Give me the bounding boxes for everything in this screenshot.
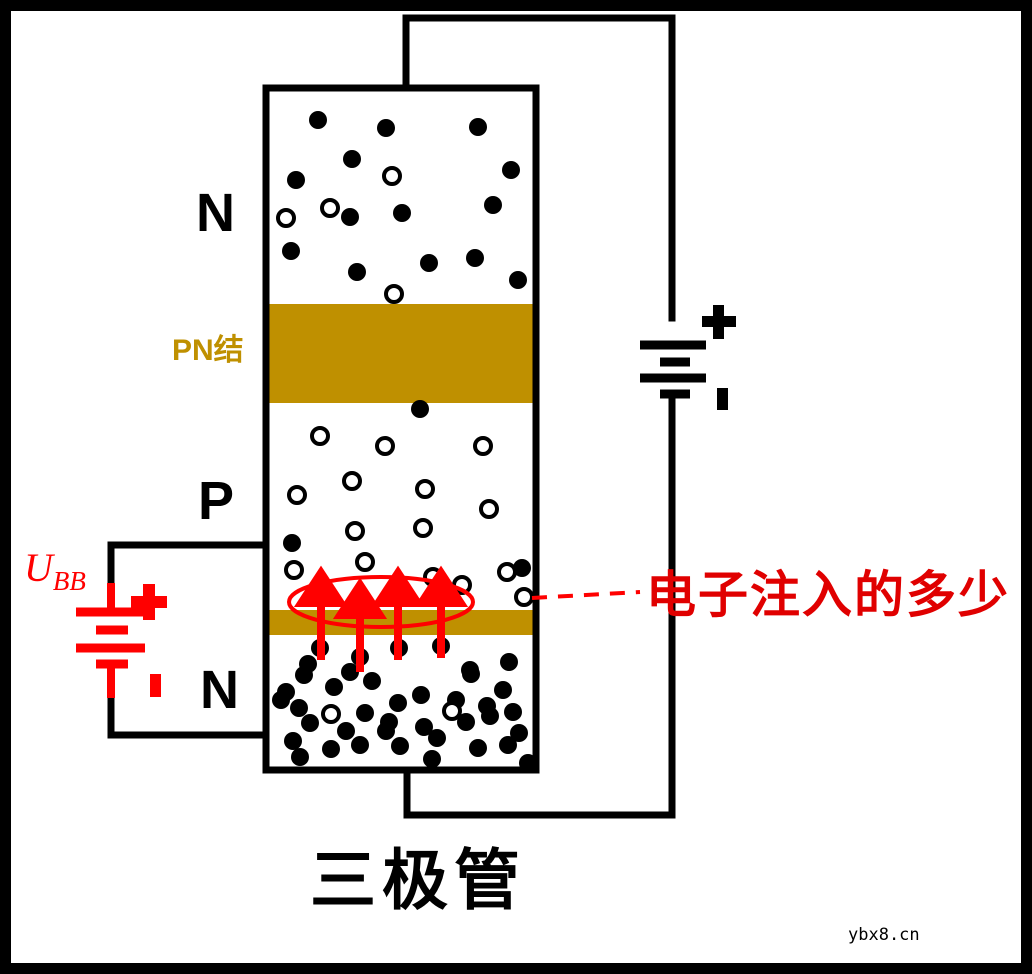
supply-voltage-label: UBB bbox=[24, 548, 86, 595]
battery-left bbox=[76, 583, 167, 698]
bottom-wire bbox=[403, 396, 676, 819]
annotation-text: 电子注入的多少 bbox=[646, 567, 1010, 623]
electron-dot bbox=[272, 691, 290, 709]
pn-junction-wide-band bbox=[269, 304, 534, 403]
electron-dot bbox=[325, 678, 343, 696]
electron-dot bbox=[282, 242, 300, 260]
carrier-group-n_top bbox=[276, 111, 527, 304]
hole-circle bbox=[320, 198, 340, 218]
electron-dot bbox=[457, 713, 475, 731]
hole-circle bbox=[497, 562, 517, 582]
battery-left-minus-icon bbox=[150, 674, 161, 697]
diagram-title: 三极管 bbox=[310, 845, 526, 918]
hole-circle bbox=[345, 521, 365, 541]
hole-circle bbox=[321, 704, 341, 724]
battery-right-plus-icon bbox=[702, 305, 736, 339]
electron-dot bbox=[412, 686, 430, 704]
electron-dot bbox=[351, 736, 369, 754]
hole-circle bbox=[514, 587, 534, 607]
hole-circle bbox=[342, 471, 362, 491]
hole-circle bbox=[415, 479, 435, 499]
carrier-group-n_bottom bbox=[272, 637, 537, 772]
hole-circle bbox=[276, 208, 296, 228]
top-wire bbox=[402, 14, 676, 322]
electron-dot bbox=[322, 740, 340, 758]
electron-dot bbox=[341, 208, 359, 226]
electron-dot bbox=[415, 718, 433, 736]
electron-injection-indicator bbox=[287, 565, 641, 672]
battery-right bbox=[640, 305, 736, 410]
electron-dot bbox=[377, 119, 395, 137]
electron-dot bbox=[377, 722, 395, 740]
electron-dot bbox=[519, 754, 537, 772]
electron-dot bbox=[504, 703, 522, 721]
electron-dot bbox=[502, 161, 520, 179]
electron-dot bbox=[343, 150, 361, 168]
base-top-wire bbox=[107, 541, 270, 587]
electron-dot bbox=[466, 249, 484, 267]
electron-dot bbox=[484, 196, 502, 214]
electron-dot bbox=[291, 748, 309, 766]
region-label-n-bottom: N bbox=[200, 660, 239, 720]
electron-dot bbox=[290, 699, 308, 717]
base-circuit-wires bbox=[107, 541, 270, 739]
annotation-leader-dashed-line bbox=[531, 590, 641, 600]
electron-dot bbox=[287, 171, 305, 189]
hole-circle bbox=[382, 166, 402, 186]
supply-voltage-symbol: U bbox=[24, 545, 53, 590]
hole-circle bbox=[442, 701, 462, 721]
electron-dot bbox=[469, 739, 487, 757]
electron-dot bbox=[391, 737, 409, 755]
pn-junction-label: PN结 bbox=[172, 334, 244, 367]
watermark-text: ybx8.cn bbox=[848, 925, 920, 945]
electron-dot bbox=[393, 204, 411, 222]
transistor-box-outline bbox=[262, 84, 540, 774]
electron-dot bbox=[428, 729, 446, 747]
electron-dot bbox=[462, 665, 480, 683]
electron-dot bbox=[509, 271, 527, 289]
charge-carriers bbox=[272, 111, 537, 772]
electron-dot bbox=[481, 707, 499, 725]
region-label-n-top: N bbox=[196, 183, 235, 243]
electron-dot bbox=[309, 111, 327, 129]
base-bottom-wire bbox=[107, 694, 270, 739]
battery-left-plus-icon bbox=[131, 584, 167, 620]
electron-dot bbox=[284, 732, 302, 750]
electron-dot bbox=[389, 694, 407, 712]
hole-circle bbox=[384, 284, 404, 304]
electron-dot bbox=[356, 704, 374, 722]
hole-circle bbox=[479, 499, 499, 519]
electron-dot bbox=[341, 663, 359, 681]
electron-dot bbox=[500, 653, 518, 671]
electron-dot bbox=[420, 254, 438, 272]
battery-right-minus-icon bbox=[717, 388, 728, 410]
hole-circle bbox=[287, 485, 307, 505]
electron-dot bbox=[423, 750, 441, 768]
region-label-p: P bbox=[198, 471, 235, 531]
hole-circle bbox=[413, 518, 433, 538]
electron-dot bbox=[411, 400, 429, 418]
supply-voltage-subscript: BB bbox=[52, 566, 86, 596]
electron-dot bbox=[283, 534, 301, 552]
injection-highlight-ellipse bbox=[287, 575, 475, 629]
hole-circle bbox=[473, 436, 493, 456]
electron-dot bbox=[469, 118, 487, 136]
electron-dot bbox=[301, 714, 319, 732]
electron-dot bbox=[363, 672, 381, 690]
electron-dot bbox=[513, 559, 531, 577]
electron-dot bbox=[510, 724, 528, 742]
collector-circuit-wires bbox=[402, 14, 676, 819]
electron-dot bbox=[494, 681, 512, 699]
electron-dot bbox=[337, 722, 355, 740]
hole-circle bbox=[310, 426, 330, 446]
electron-dot bbox=[348, 263, 366, 281]
hole-circle bbox=[284, 560, 304, 580]
hole-circle bbox=[355, 552, 375, 572]
electron-dot bbox=[499, 736, 517, 754]
hole-circle bbox=[375, 436, 395, 456]
electron-dot bbox=[299, 655, 317, 673]
